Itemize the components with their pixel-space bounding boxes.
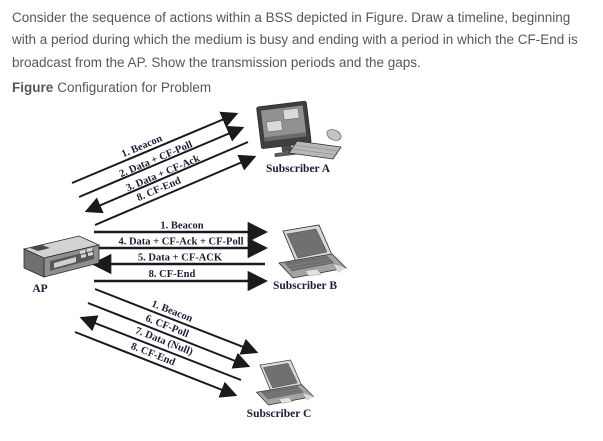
arrow-a-cf-end [94, 154, 257, 226]
subscriber-b-label: Subscriber B [273, 280, 337, 292]
message-label: 4. Data + CF-Ack + CF-Poll [118, 237, 243, 248]
subscriber-c-label: Subscriber C [247, 408, 312, 420]
message-group-subscriber-c: 1. Beacon 6. CF-Poll 7. Data (Null) 8. C… [74, 288, 259, 398]
message-label: 1. Beacon [160, 221, 203, 232]
message-label: 3. Data + CF-Ack [125, 153, 202, 194]
message-label: 8. CF-End [149, 269, 196, 280]
message-label: 1. Beacon [120, 133, 164, 160]
figure-caption-text: Configuration for Problem [57, 80, 212, 95]
subscriber-c-icon [256, 359, 314, 406]
ap-icon [22, 235, 101, 278]
figure-caption-label: Figure [12, 80, 54, 95]
subscriber-a-icon [256, 100, 342, 160]
message-group-subscriber-a: 1. Beacon 2. Data + CF-Poll 3. Data + CF… [71, 111, 257, 226]
message-group-subscriber-b: 1. Beacon 4. Data + CF-Ack + CF-Poll 5. … [90, 221, 269, 292]
arrow-a-beacon [71, 111, 239, 184]
message-label: 8. CF-End [135, 175, 182, 203]
problem-line: Consider the sequence of actions within … [12, 10, 571, 25]
subscriber-b-icon [278, 224, 347, 279]
message-label: 5. Data + CF-ACK [138, 253, 223, 264]
arrow-c-cf-poll [87, 302, 251, 369]
arrow-c-cf-end [74, 331, 238, 398]
arrow-a-data-cf-ack [84, 141, 249, 214]
message-label: 6. CF-Poll [144, 313, 190, 340]
arrow-a-data-cf-poll [78, 125, 245, 198]
arrow-c-beacon [94, 288, 259, 355]
message-label: 7. Data (Null) [134, 325, 195, 358]
message-label: 8. CF-End [129, 341, 177, 368]
ap-label: AP [32, 283, 47, 295]
message-label: 1. Beacon [150, 299, 194, 325]
problem-line: with a period during which the medium is… [12, 32, 578, 48]
subscriber-a-label: Subscriber A [266, 163, 331, 175]
problem-line: broadcast from the AP. Show the transmis… [12, 54, 421, 70]
problem-statement: Consider the sequence of actions within … [12, 7, 597, 74]
message-label: 2. Data + CF-Poll [118, 139, 194, 180]
arrow-c-data-null [79, 315, 242, 381]
